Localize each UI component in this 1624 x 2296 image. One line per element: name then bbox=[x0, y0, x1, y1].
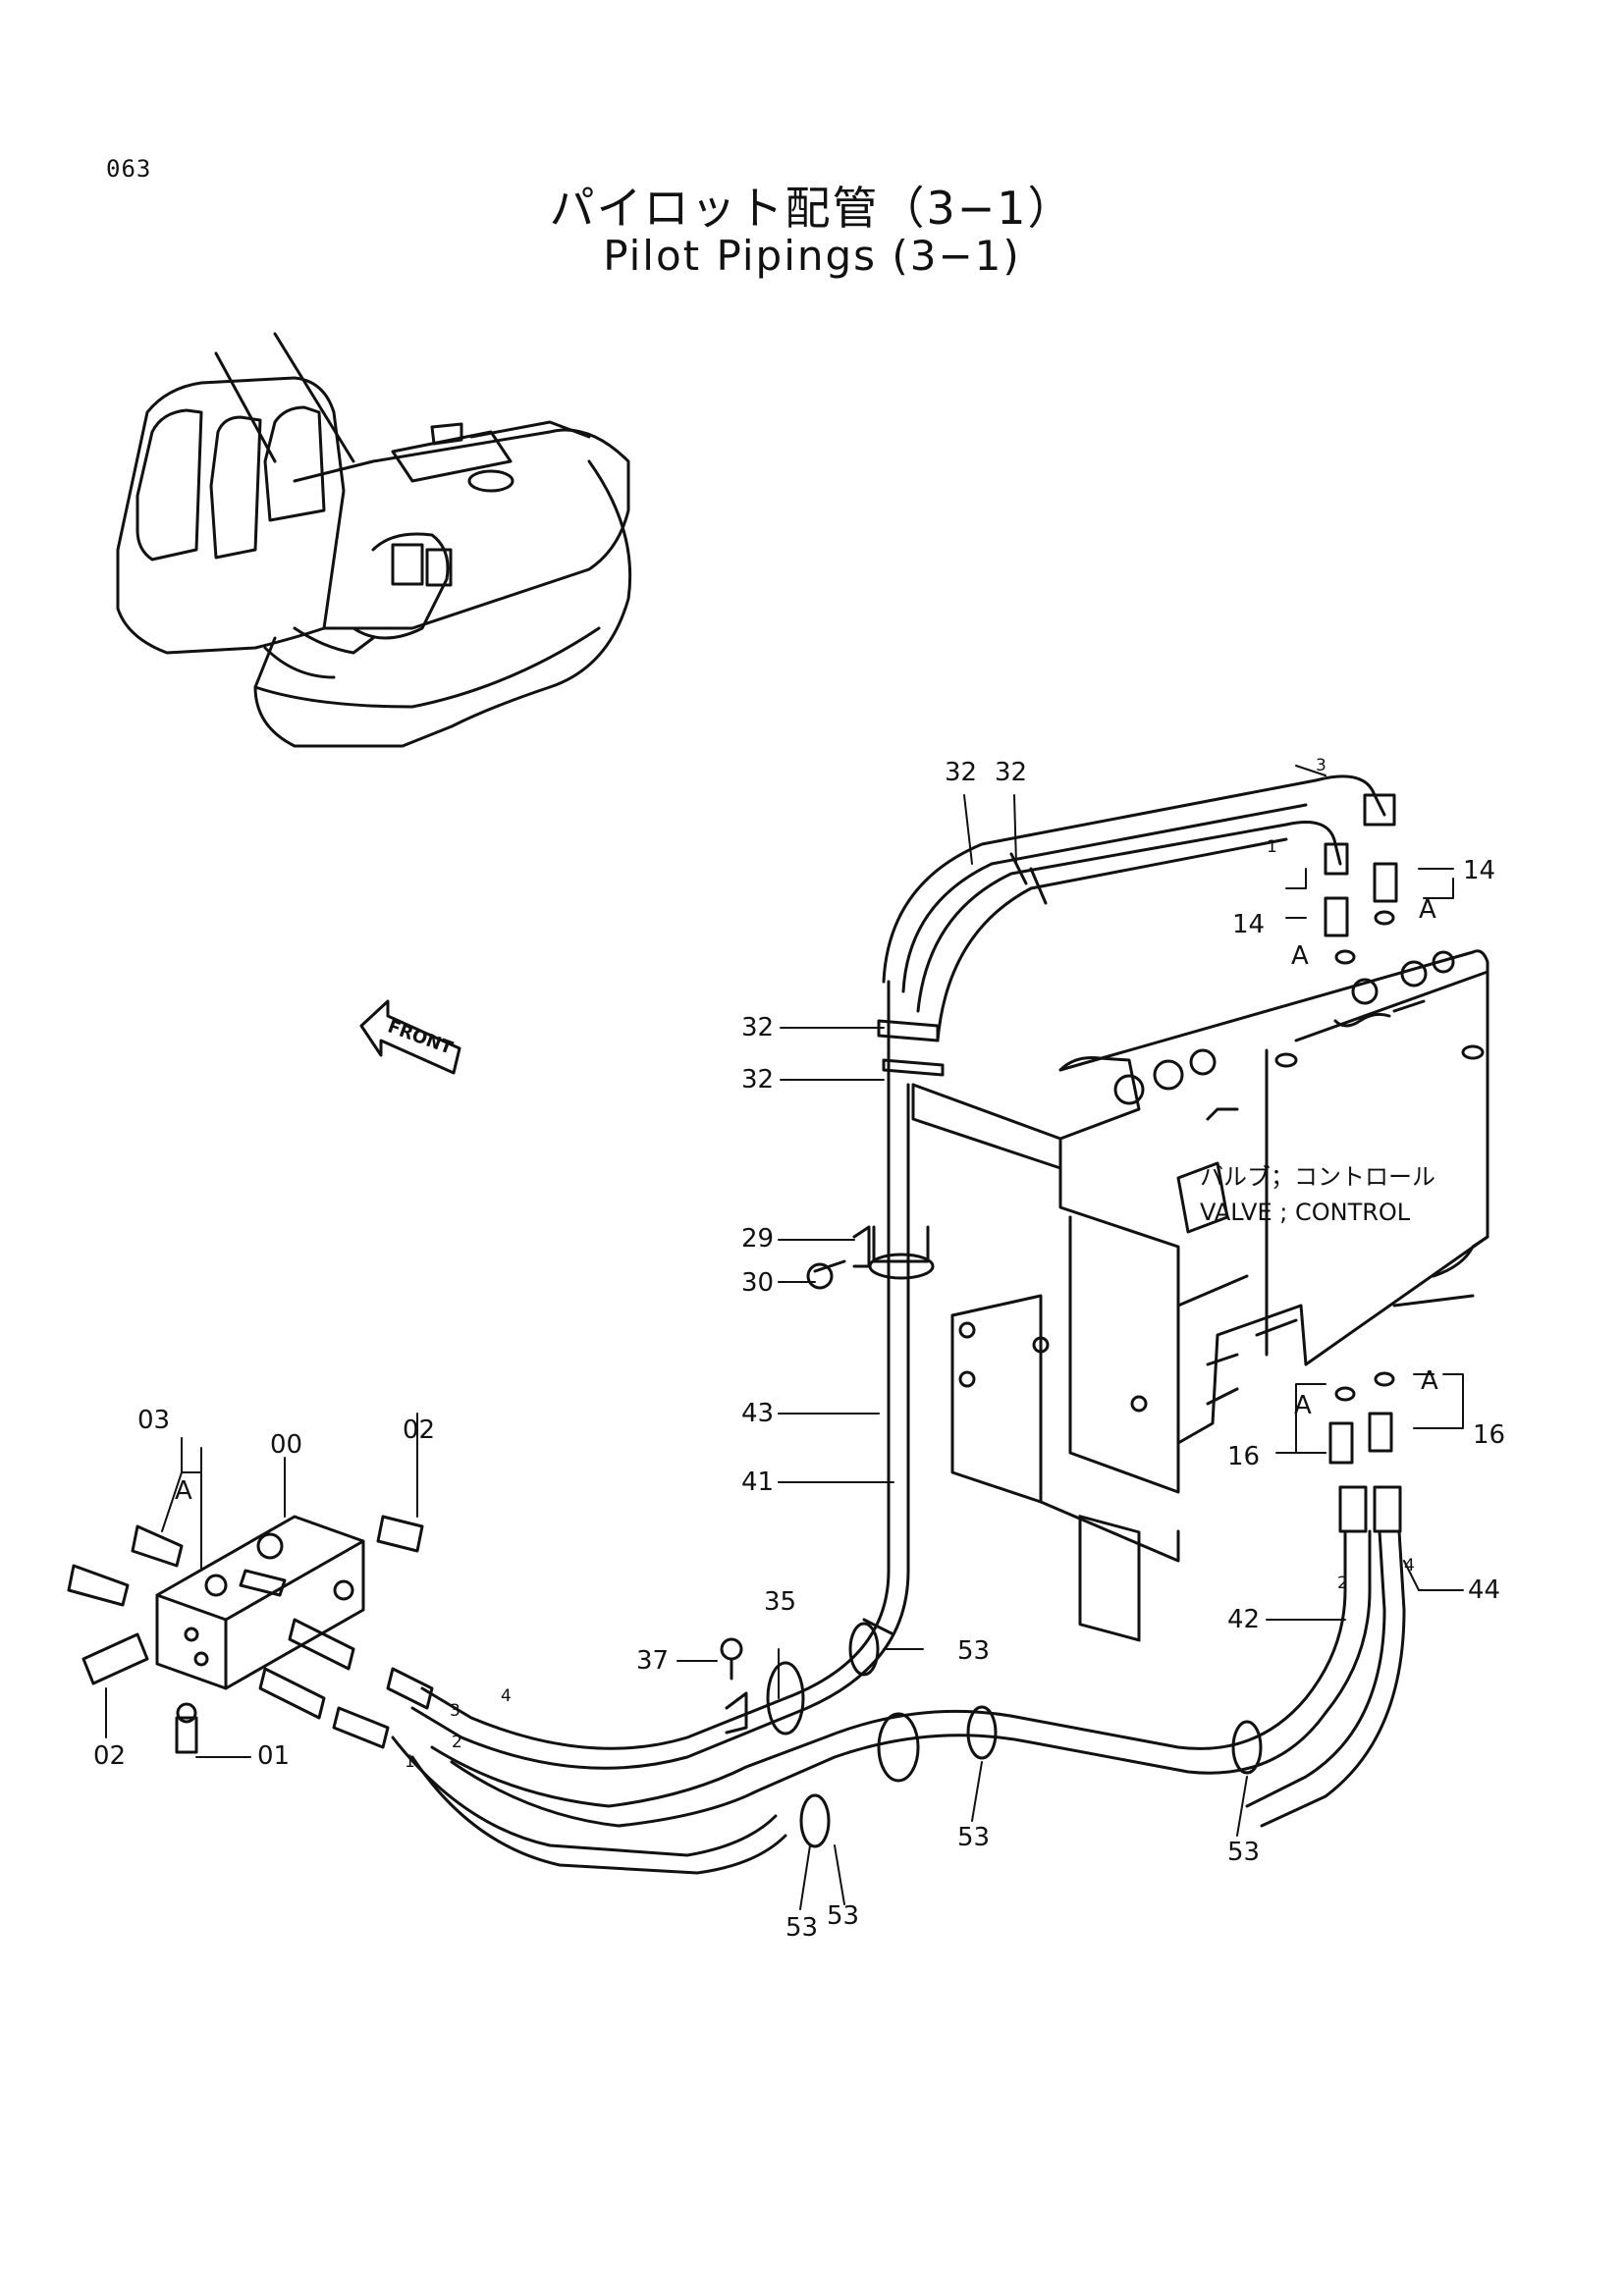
callout-32c: 32 bbox=[741, 1013, 774, 1042]
callout-32b: 32 bbox=[995, 758, 1027, 787]
callout-16b: 16 bbox=[1473, 1420, 1505, 1450]
fittings-and-clamps bbox=[67, 793, 1402, 1848]
leader-lines bbox=[105, 765, 1464, 1910]
callout-30: 30 bbox=[741, 1268, 774, 1298]
page-title-english: Pilot Pipings (3−1) bbox=[603, 232, 1021, 280]
detail-mark-a3: A bbox=[1294, 1391, 1312, 1420]
pilot-hose-bundle bbox=[391, 774, 1406, 1875]
callout-02b: 02 bbox=[93, 1741, 126, 1771]
hose-number-4-left: 4 bbox=[501, 1686, 512, 1706]
callout-42: 42 bbox=[1227, 1605, 1260, 1634]
valve-label-japanese: バルブ；コントロール bbox=[1200, 1163, 1435, 1191]
callout-43: 43 bbox=[741, 1399, 774, 1428]
callout-03: 03 bbox=[137, 1406, 170, 1435]
hose-number-2-right: 2 bbox=[1337, 1574, 1348, 1593]
detail-mark-a1: A bbox=[1419, 895, 1436, 925]
callout-14a: 14 bbox=[1463, 856, 1495, 885]
hose-number-2-left: 2 bbox=[452, 1733, 462, 1752]
control-valve-body bbox=[1058, 949, 1489, 1445]
front-marker-label: FRONT bbox=[385, 1016, 457, 1059]
callout-53e: 53 bbox=[827, 1901, 859, 1931]
hose-number-3-left: 3 bbox=[450, 1701, 460, 1721]
hose-number-3-top: 3 bbox=[1316, 756, 1326, 775]
page-title-japanese: パイロット配管（3−1） bbox=[549, 182, 1075, 235]
detail-mark-a2: A bbox=[1291, 941, 1309, 971]
callout-53b: 53 bbox=[957, 1823, 990, 1852]
callout-53d: 53 bbox=[785, 1913, 818, 1943]
callout-53a: 53 bbox=[957, 1636, 990, 1666]
mounting-bracket bbox=[911, 1083, 1249, 1642]
callout-53c: 53 bbox=[1227, 1838, 1260, 1867]
detail-mark-a4: A bbox=[1421, 1366, 1438, 1396]
hose-number-1-left: 1 bbox=[405, 1752, 415, 1772]
callout-16a: 16 bbox=[1227, 1442, 1260, 1471]
callout-02a: 02 bbox=[403, 1415, 435, 1445]
excavator-overview-illustration bbox=[116, 332, 632, 748]
page-number: 063 bbox=[106, 155, 152, 183]
callout-29: 29 bbox=[741, 1224, 774, 1254]
callout-labels: 32 32 32 32 14 14 A A A A A 29 30 43 41 … bbox=[93, 758, 1505, 1943]
callout-14b: 14 bbox=[1232, 910, 1265, 939]
callout-35: 35 bbox=[764, 1587, 796, 1617]
detail-mark-a5: A bbox=[175, 1476, 192, 1506]
valve-label-english: VALVE ; CONTROL bbox=[1200, 1199, 1411, 1226]
callout-37: 37 bbox=[636, 1646, 669, 1676]
callout-01: 01 bbox=[257, 1741, 290, 1771]
pilot-valve-block bbox=[155, 1515, 365, 1690]
callout-00: 00 bbox=[270, 1430, 302, 1460]
callout-32a: 32 bbox=[945, 758, 977, 787]
callout-44: 44 bbox=[1468, 1575, 1500, 1605]
callout-32d: 32 bbox=[741, 1065, 774, 1095]
hose-number-4-right: 4 bbox=[1404, 1556, 1415, 1575]
hose-number-1-top: 1 bbox=[1267, 837, 1277, 857]
hose-number-labels: 3 1 2 4 1 3 2 4 bbox=[405, 756, 1415, 1772]
callout-41: 41 bbox=[741, 1468, 774, 1497]
front-direction-marker bbox=[359, 999, 461, 1075]
